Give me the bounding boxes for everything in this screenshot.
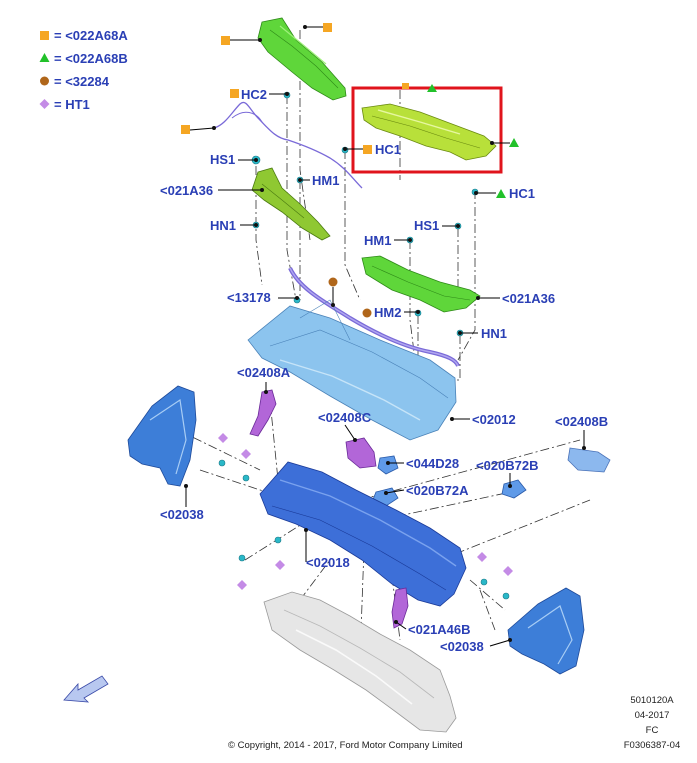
dash-panel-grey xyxy=(263,591,457,733)
label-hs1-left: HS1 xyxy=(210,152,235,167)
bracket-020b72b xyxy=(501,479,527,499)
label-hm1-left: HM1 xyxy=(312,173,339,188)
legend-item-ht1: = HT1 xyxy=(54,97,90,112)
part-labels: HC2 HS1 HM1 <021A36 HN1 HC1 HC1 HS1 HM1 … xyxy=(160,87,608,654)
bracket-02408c xyxy=(345,437,377,469)
leader-lines xyxy=(184,25,586,647)
label-020b72a: <020B72A xyxy=(406,483,469,498)
dash-panel-cross-member-blue xyxy=(259,461,467,607)
label-02408c: <02408C xyxy=(318,410,372,425)
highlight-box xyxy=(351,86,503,174)
label-02018: <02018 xyxy=(306,555,350,570)
label-021a36-left: <021A36 xyxy=(160,183,213,198)
copyright-text: © Copyright, 2014 - 2017, Ford Motor Com… xyxy=(228,740,463,751)
orientation-arrow-icon xyxy=(63,675,109,703)
label-02038-right: <02038 xyxy=(440,639,484,654)
bracket-02408a xyxy=(249,389,277,437)
label-02408b: <02408B xyxy=(555,414,608,429)
label-02038-left: <02038 xyxy=(160,507,204,522)
right-cowl-extension-green xyxy=(361,255,481,313)
cowl-vent-panel-yellow-green xyxy=(361,103,497,161)
label-hm1-right: HM1 xyxy=(364,233,391,248)
label-021a36-right: <021A36 xyxy=(502,291,555,306)
part-symbols xyxy=(181,23,519,590)
legend-item-022a68b: = <022A68B xyxy=(54,51,128,66)
label-021a46b: <021A46B xyxy=(408,622,471,637)
right-hinge-pillar-reinforcement xyxy=(507,587,585,675)
label-020b72b: <020B72B xyxy=(476,458,539,473)
wire-harness xyxy=(213,101,363,189)
ref-code-3: FC xyxy=(646,725,659,736)
label-hc1-right: HC1 xyxy=(509,186,535,201)
label-02408a: <02408A xyxy=(237,365,291,380)
left-hinge-pillar-reinforcement xyxy=(127,385,197,487)
ref-code-1: 5010120A xyxy=(630,695,674,706)
legend-circle-icon xyxy=(40,76,49,86)
label-hs1-right: HS1 xyxy=(414,218,439,233)
legend: = <022A68A = <022A68B = <32284 = HT1 xyxy=(39,28,128,112)
ref-code-2: 04-2017 xyxy=(635,710,670,721)
label-02012: <02012 xyxy=(472,412,516,427)
footer: 5010120A 04-2017 FC F0306387-04 © Copyri… xyxy=(228,695,680,751)
left-cowl-extension-green xyxy=(251,167,331,241)
label-13178: <13178 xyxy=(227,290,271,305)
cowl-top-panel-light-blue xyxy=(247,305,457,441)
label-hm2: HM2 xyxy=(374,305,401,320)
bracket-021a46b xyxy=(391,587,409,629)
label-044d28: <044D28 xyxy=(406,456,459,471)
label-hc1-box: HC1 xyxy=(375,142,401,157)
legend-diamond-icon xyxy=(39,99,50,109)
legend-item-022a68a: = <022A68A xyxy=(54,28,128,43)
label-hn1-right: HN1 xyxy=(481,326,507,341)
label-hn1-left: HN1 xyxy=(210,218,236,233)
ref-code-4: F0306387-04 xyxy=(624,740,681,751)
legend-square-icon xyxy=(40,31,49,40)
bracket-02408b xyxy=(567,447,611,473)
legend-item-32284: = <32284 xyxy=(54,74,110,89)
label-hc2: HC2 xyxy=(241,87,267,102)
legend-triangle-icon xyxy=(39,53,50,62)
upper-cowl-panel-green xyxy=(257,17,347,101)
